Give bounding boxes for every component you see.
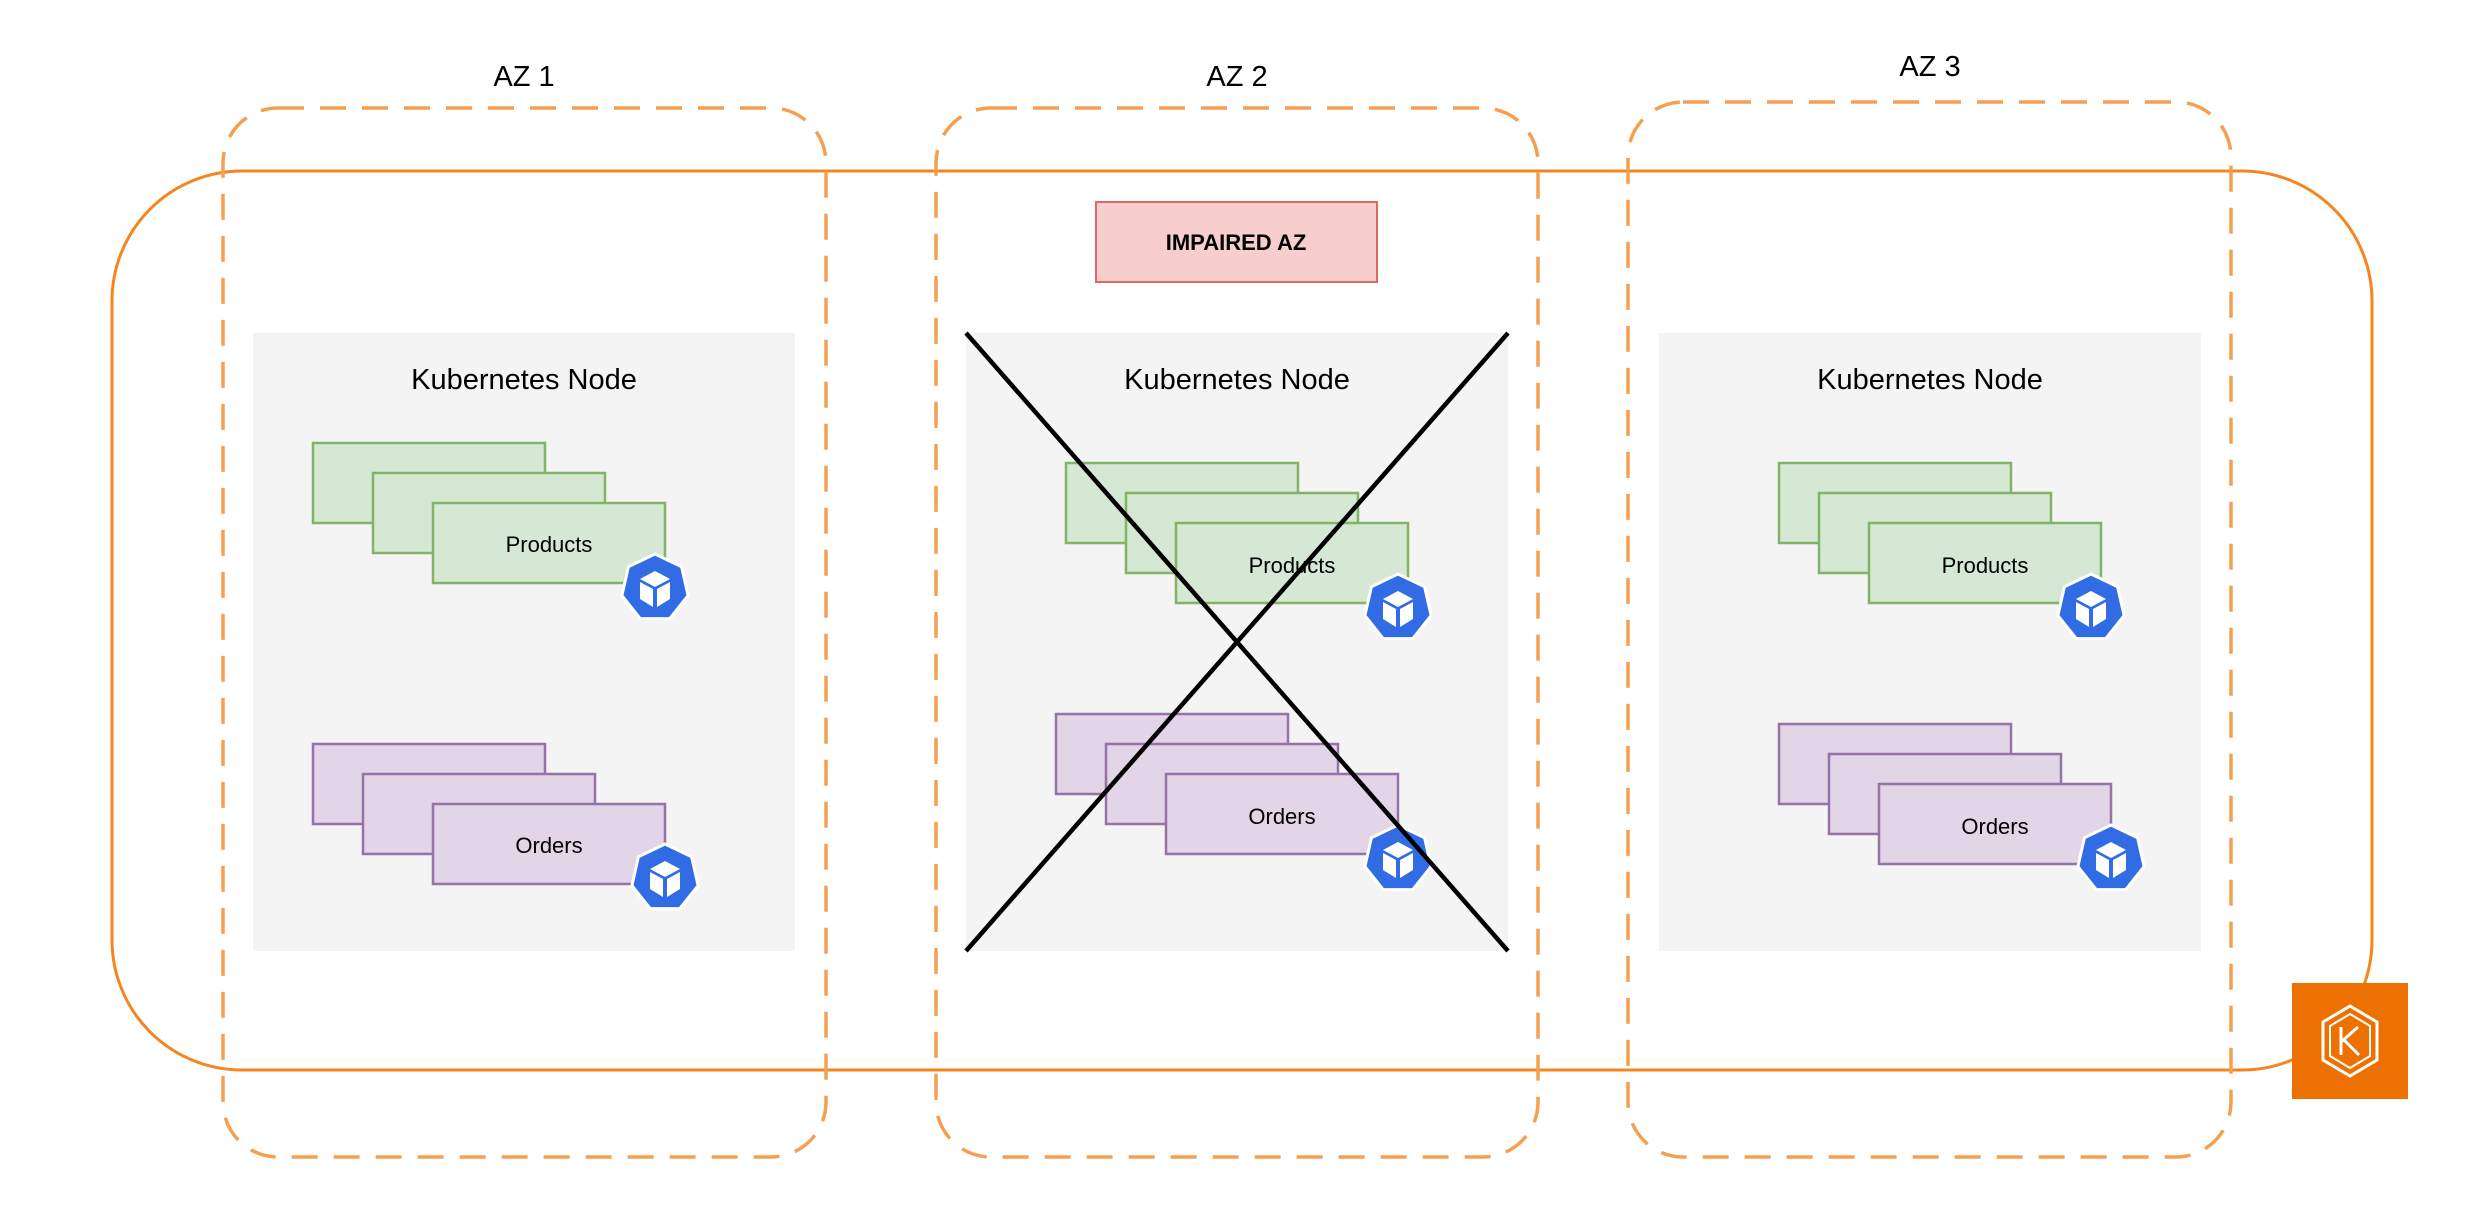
az-boundary xyxy=(221,106,828,1159)
availability-zone-2: AZ 2 IMPAIRED AZ Kubernetes Node Product… xyxy=(934,61,1540,1159)
products-label: Products xyxy=(1942,553,2029,578)
products-label: Products xyxy=(1249,553,1336,578)
orders-label: Orders xyxy=(515,833,582,858)
az-label: AZ 3 xyxy=(1899,51,1960,83)
kubernetes-pod-icon xyxy=(630,842,700,911)
kubernetes-pod-icon xyxy=(2056,572,2126,641)
impaired-cross-line xyxy=(964,331,1510,953)
node-title: Kubernetes Node xyxy=(1817,364,2043,396)
orders-label: Orders xyxy=(1961,814,2028,839)
node-title: Kubernetes Node xyxy=(411,364,637,396)
availability-zone-3: AZ 3 Kubernetes Node Products Orders xyxy=(1626,51,2233,1159)
az-label: AZ 1 xyxy=(493,61,554,93)
availability-zone-1: AZ 1 Kubernetes Node Products Orders xyxy=(221,61,828,1159)
eks-cluster-boundary xyxy=(110,169,2374,1072)
kubernetes-pod-icon xyxy=(2076,823,2146,892)
products-label: Products xyxy=(506,532,593,557)
orders-pod-front xyxy=(1877,782,2113,866)
kubernetes-pod-icon xyxy=(620,552,690,621)
az-label: AZ 2 xyxy=(1206,61,1267,93)
impaired-az-label: IMPAIRED AZ xyxy=(1166,230,1307,255)
node-title: Kubernetes Node xyxy=(1124,364,1350,396)
az-boundary xyxy=(1626,100,2233,1159)
kubernetes-pod-icon xyxy=(1363,823,1433,892)
impaired-az-badge xyxy=(1095,201,1378,283)
orders-label: Orders xyxy=(1248,804,1315,829)
amazon-eks-icon xyxy=(2292,983,2408,1099)
az-boundary xyxy=(934,106,1540,1159)
kubernetes-pod-icon xyxy=(1363,572,1433,641)
orders-pod-front xyxy=(1164,772,1400,856)
